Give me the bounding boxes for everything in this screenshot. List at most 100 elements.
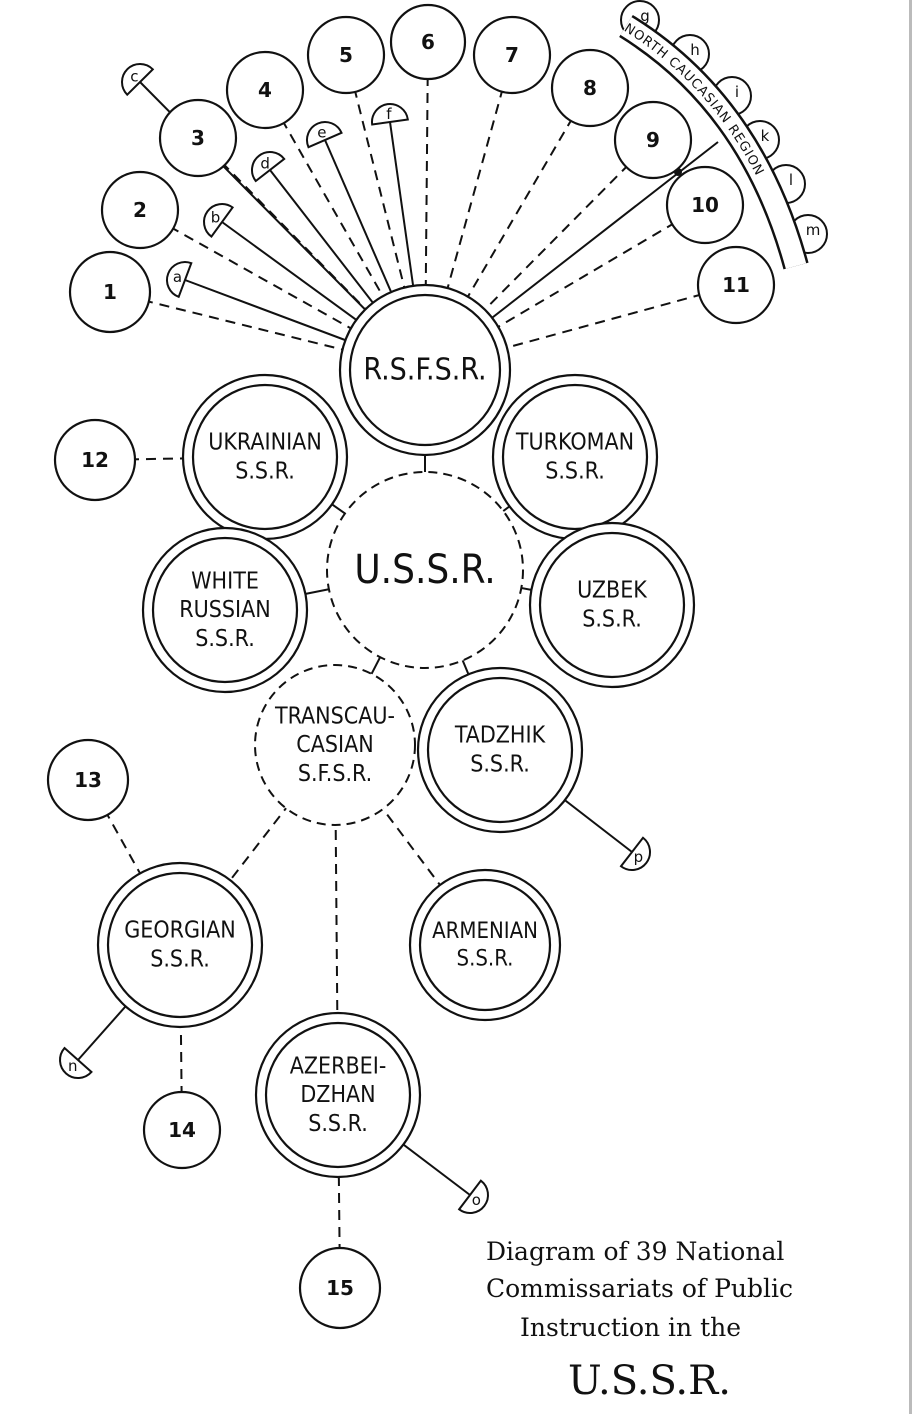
sub-node-f: f [371,103,409,126]
numbered-node-6: 6 [389,3,467,81]
sub-node-e: e [306,121,343,149]
numbered-node-13: 13 [46,738,130,822]
node-label: S.S.R. [457,946,514,971]
sub-node-label: b [211,208,221,226]
region-node-label: m [806,221,821,239]
numbered-node-14: 14 [142,1090,222,1170]
sub-node-b: b [203,203,235,238]
caption-line-3: Instruction in the [520,1313,741,1342]
caption-line-2: Commissariats of Public [486,1274,793,1303]
numbered-node-9: 9 [613,100,693,180]
caption-line-1: Diagram of 39 National [486,1237,784,1266]
sub-node-p: p [619,836,651,871]
caption-line-4: U.S.S.R. [568,1358,731,1404]
node-label: S.S.R. [195,626,255,652]
numbered-node-label: 5 [339,43,353,67]
node-label: S.S.R. [582,606,642,632]
sub-node-a: a [166,261,193,299]
node-label: DZHAN [300,1082,375,1108]
numbered-node-label: 7 [505,43,519,67]
connector-10-rsfsr [424,204,706,371]
numbered-node-12: 12 [53,418,137,502]
numbered-node-4: 4 [225,50,305,130]
numbered-node-1: 1 [68,250,152,334]
numbered-node-2: 2 [100,170,180,250]
sub-node-label: n [68,1057,78,1075]
node-label: UZBEK [577,578,647,604]
node-rsfsr: R.S.F.S.R. [338,283,512,457]
sub-node-label: e [317,124,326,142]
sub-node-label: f [386,105,392,123]
node-transcaucasian: TRANSCAU- CASIAN S.F.S.R. [254,664,416,826]
region-node-label: l [789,171,793,189]
sub-node-o: o [457,1179,489,1214]
region-node-label: g [640,7,650,25]
numbered-node-label: 2 [133,198,147,222]
numbered-node-label: 14 [168,1118,196,1142]
region-node-label: k [761,127,770,145]
region-node-label: i [735,83,739,101]
numbered-node-7: 7 [472,15,552,95]
node-label: S.S.R. [308,1111,368,1137]
sub-node-c: c [121,63,155,97]
sub-node-label: p [634,848,644,866]
node-label: AZERBEI- [290,1053,387,1079]
node-label: GEORGIAN [124,918,236,944]
node-label: S.F.S.R. [298,761,372,787]
sub-node-label: d [260,155,270,173]
numbered-node-label: 9 [646,128,660,152]
node-ussr: U.S.S.R. [326,471,524,669]
numbered-node-label: 12 [81,448,109,472]
node-white-russian: WHITE RUSSIAN S.S.R. [141,526,309,694]
numbered-node-label: 6 [421,30,435,54]
node-label: UKRAINIAN [208,430,322,456]
numbered-node-11: 11 [696,245,776,325]
region-node-label: h [690,41,700,59]
diagram-nodes: abcdefpno123456789101112131415R.S.F.S.R.… [46,3,776,1330]
numbered-node-label: 8 [583,76,597,100]
node-label: TRANSCAU- [274,703,395,729]
sub-node-label: a [173,268,182,286]
node-label: U.S.S.R. [354,547,495,593]
node-label: CASIAN [296,732,373,758]
node-label: S.S.R. [470,751,530,777]
sub-node-d: d [251,151,286,183]
connector-5-rsfsr [345,54,426,371]
node-label: RUSSIAN [179,597,271,623]
numbered-node-label: 3 [191,126,205,150]
numbered-node-8: 8 [550,48,630,128]
caption: Diagram of 39 National Commissariats of … [486,1237,793,1404]
node-label: WHITE [191,568,259,594]
node-label: S.S.R. [545,458,605,484]
connector-11-rsfsr [424,284,737,371]
page-edge [909,0,912,1414]
node-label: S.S.R. [235,458,295,484]
numbered-node-label: 11 [722,273,750,297]
numbered-node-label: 4 [258,78,272,102]
node-label: R.S.F.S.R. [363,353,486,388]
node-label: TADZHIK [454,723,546,749]
sub-node-label: c [130,67,138,85]
connector-9-rsfsr [424,139,654,371]
node-label: TURKOMAN [515,430,634,456]
connector-1-rsfsr [109,291,426,371]
numbered-node-label: 15 [326,1276,354,1300]
numbered-node-3: 3 [158,98,238,178]
numbered-node-5: 5 [306,15,386,95]
numbered-node-15: 15 [298,1246,382,1330]
node-azerbeidzhan: AZERBEI- DZHAN S.S.R. [254,1011,422,1179]
numbered-node-label: 10 [691,193,719,217]
node-label: ARMENIAN [432,919,538,944]
sub-node-n: n [59,1046,93,1079]
node-label: S.S.R. [150,946,210,972]
region-band [620,17,807,269]
numbered-node-label: 1 [103,280,117,304]
